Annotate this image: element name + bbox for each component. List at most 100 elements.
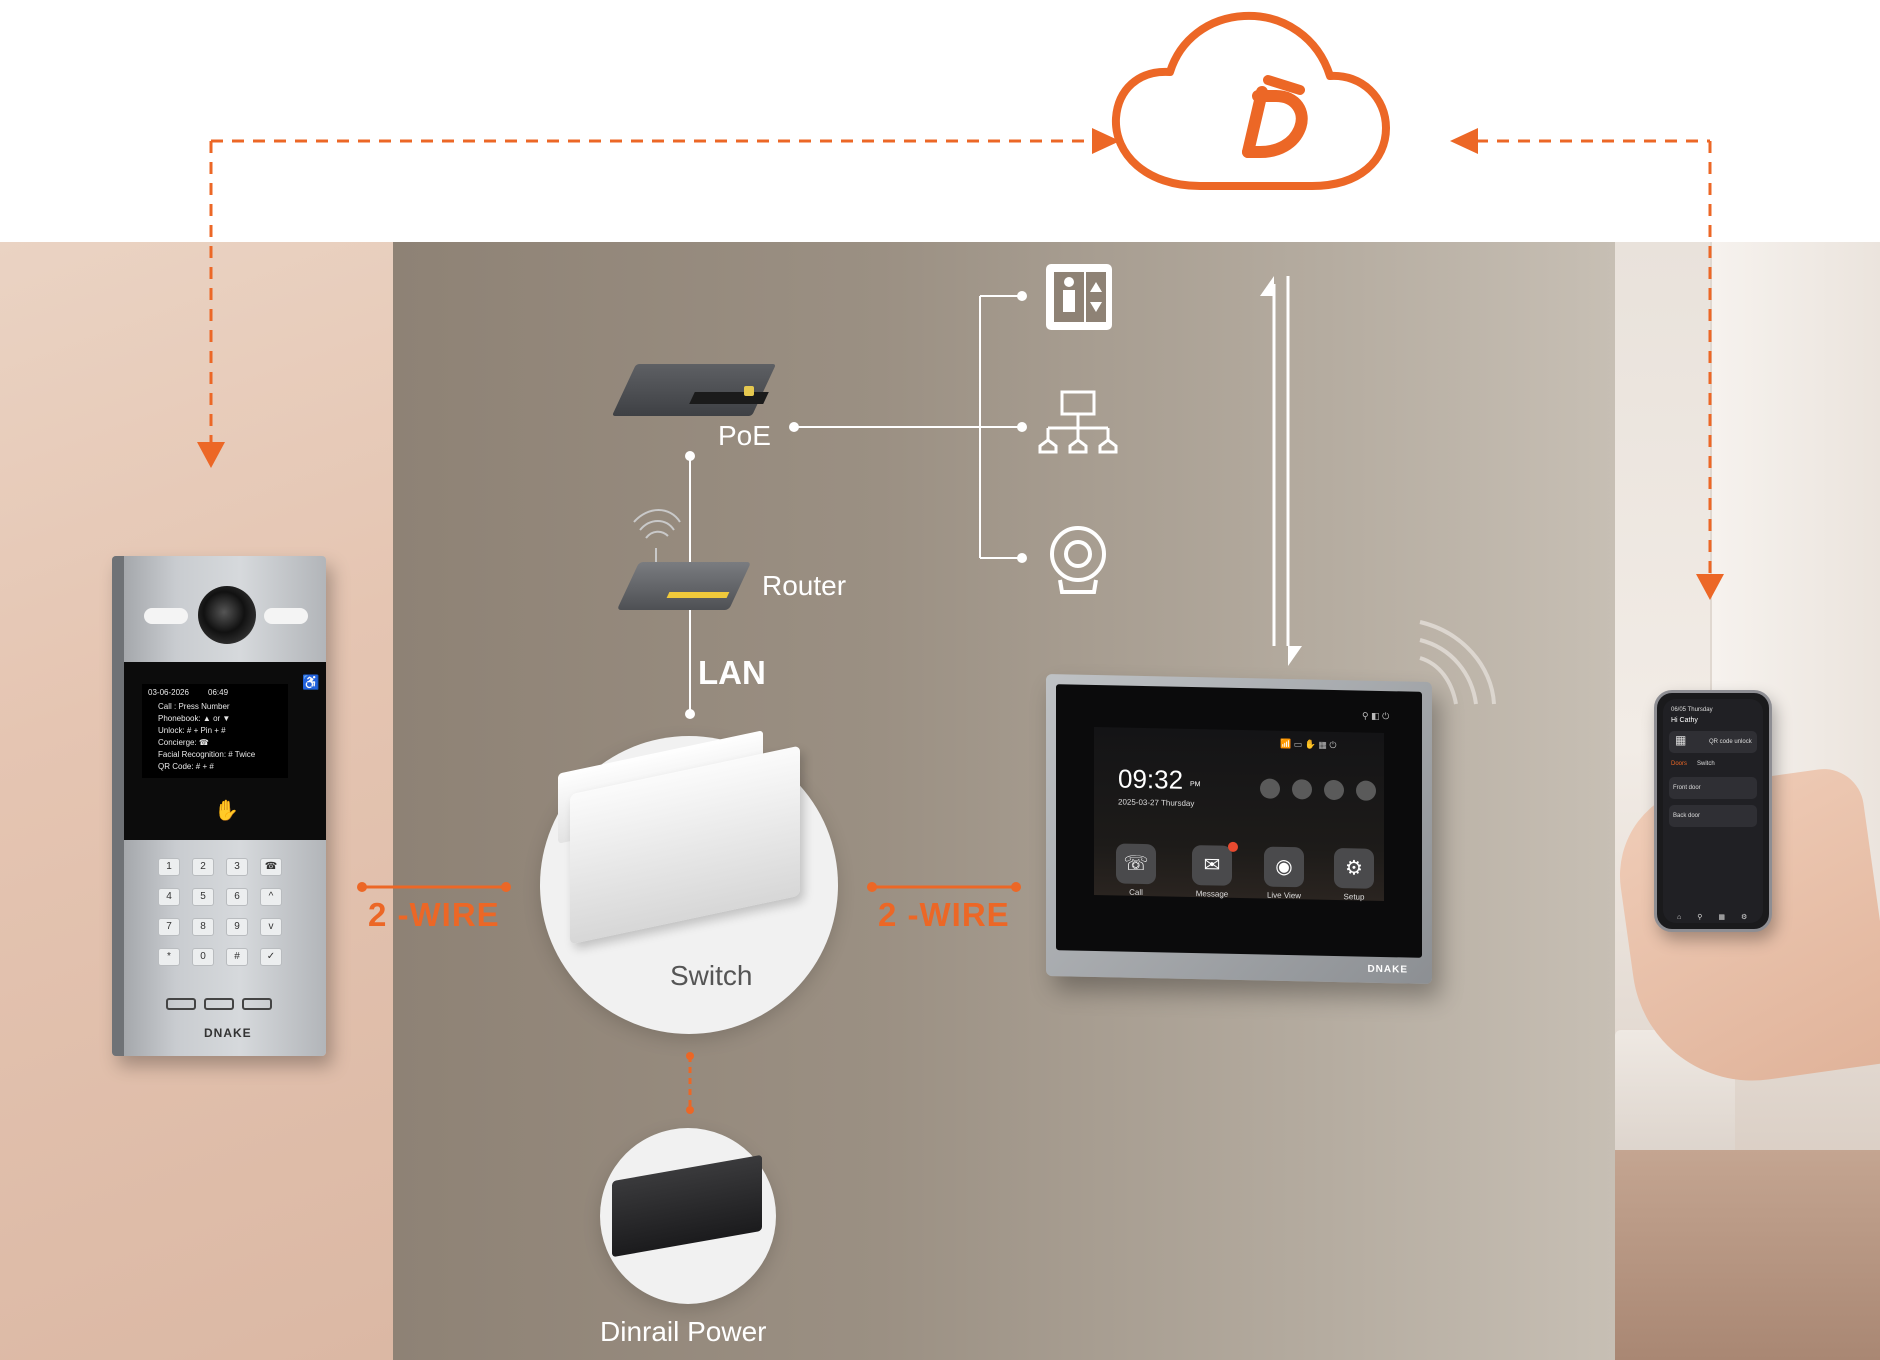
two-wire-left-label: 2 -WIRE (368, 896, 500, 933)
key[interactable]: ^ (260, 888, 282, 906)
webcam-icon (1050, 526, 1106, 594)
poe-led (744, 386, 754, 396)
router-label: Router (762, 570, 847, 601)
message-badge (1228, 841, 1238, 852)
door-speaker-slot (166, 998, 196, 1010)
door-speaker-slot (204, 998, 234, 1010)
key[interactable]: ✓ (260, 948, 282, 966)
arrow-down (1288, 646, 1302, 666)
key[interactable]: 6 (226, 888, 248, 906)
monitor-ampm: PM (1190, 780, 1201, 789)
arrow-to-phone (1696, 574, 1724, 600)
door-menu-item: QR Code: # + # (158, 762, 214, 771)
qr-code-icon: ▦ (1675, 733, 1687, 747)
key[interactable]: ☎ (260, 858, 282, 876)
door-led-right (264, 608, 308, 624)
door-led-left (144, 608, 188, 624)
indoor-monitor: ⚲ ◧ ⏻ 09:32 PM 2025-03-27 Thursday 📶 ▭ ✋… (1046, 673, 1432, 985)
key[interactable]: * (158, 948, 180, 966)
message-app-icon[interactable]: ✉ (1192, 845, 1232, 886)
key[interactable]: # (226, 948, 248, 966)
poe-ports (689, 392, 769, 404)
network-icon (1038, 390, 1118, 454)
door-card-label: Front door (1673, 785, 1701, 791)
key[interactable]: 9 (226, 918, 248, 936)
power-label: Dinrail Power (600, 1316, 767, 1347)
cloud-link-right (1476, 139, 1712, 574)
phone-greeting: Hi Cathy (1671, 717, 1698, 724)
router-device (616, 562, 752, 610)
user-icon[interactable] (1260, 778, 1280, 799)
live-view-app-label: Live View (1266, 890, 1302, 901)
key[interactable]: 7 (158, 918, 180, 936)
tab-switch[interactable]: Switch (1697, 761, 1715, 767)
door-speaker-slot (242, 998, 272, 1010)
room-floor (1615, 1150, 1880, 1360)
setup-app-label: Setup (1343, 892, 1365, 902)
monitor-time: 09:32 (1118, 763, 1184, 795)
qr-unlock-card[interactable]: ▦ QR code unlock (1669, 731, 1757, 753)
accessibility-icon: ♿ (302, 674, 320, 690)
top-white-band (0, 0, 1880, 242)
setup-app-icon[interactable]: ⚙ (1334, 847, 1374, 889)
sos-icon[interactable] (1292, 779, 1312, 800)
key[interactable]: 2 (192, 858, 214, 876)
door-menu-item: Facial Recognition: # Twice (158, 750, 256, 759)
door-card[interactable]: Front door (1669, 777, 1757, 799)
door-menu-item: Phonebook: ▲ or ▼ (158, 714, 231, 723)
monitor-status-icons: ⚲ ◧ ⏻ (1362, 710, 1390, 722)
nfc-reader-icon: ✋ (214, 800, 239, 822)
call-app-icon[interactable]: ☏ (1116, 843, 1156, 885)
elevator-icon (1046, 264, 1112, 330)
door-card-label: Back door (1673, 813, 1701, 819)
network-dots (685, 291, 1027, 719)
call-app-label: Call (1129, 887, 1143, 897)
monitor-top-icons: 📶 ▭ ✋ ▦ ⏻ (1280, 738, 1337, 751)
wifi-signal-icon (1419, 620, 1496, 705)
door-time: 06:49 (208, 688, 229, 697)
smartphone: 06/05 Thursday Hi Cathy ▦ QR code unlock… (1654, 690, 1772, 932)
arrow-up (1260, 276, 1274, 296)
phone-screen: 06/05 Thursday Hi Cathy ▦ QR code unlock… (1663, 699, 1763, 923)
door-station: 03-06-2026 06:49 Call : Press Number Pho… (112, 556, 326, 1056)
message-app-label: Message (1195, 889, 1229, 899)
key[interactable]: 5 (192, 888, 214, 906)
key[interactable]: 1 (158, 858, 180, 876)
cloud-logo-icon (1111, 11, 1390, 190)
router-leds (666, 592, 730, 598)
door-menu-item: Concierge: ☎ (158, 738, 209, 747)
door-menu-item: Call : Press Number (158, 702, 230, 711)
door-icon[interactable] (1356, 780, 1376, 801)
cloud-link-left (209, 139, 1092, 448)
poe-label: PoE (718, 420, 771, 451)
key[interactable]: 3 (226, 858, 248, 876)
door-brand-logo: DNAKE (204, 1026, 252, 1040)
key[interactable]: 4 (158, 888, 180, 906)
two-wire-dots (357, 882, 1021, 1114)
door-card[interactable]: Back door (1669, 805, 1757, 827)
two-wire-lines (362, 885, 1016, 1110)
key[interactable]: 8 (192, 918, 214, 936)
door-date: 03-06-2026 (148, 688, 189, 697)
door-lcd: 03-06-2026 06:49 Call : Press Number Pho… (142, 684, 288, 778)
qr-unlock-label: QR code unlock (1709, 739, 1752, 745)
switch-label: Switch (670, 960, 753, 991)
door-station-edge (112, 556, 124, 1056)
tab-doors[interactable]: Doors (1671, 761, 1688, 767)
arrow-to-door-station (197, 442, 225, 468)
door-menu-item: Unlock: # + Pin + # (158, 726, 226, 735)
lan-label: LAN (698, 654, 766, 691)
monitor-brand-logo: DNAKE (1367, 963, 1408, 976)
phone-status: 06/05 Thursday (1671, 707, 1713, 713)
bell-icon[interactable] (1324, 779, 1344, 801)
key[interactable]: 0 (192, 948, 214, 966)
monitor-date: 2025-03-27 Thursday (1118, 797, 1195, 809)
monitor-screen: 09:32 PM 2025-03-27 Thursday 📶 ▭ ✋ ▦ ⏻ ☏… (1094, 726, 1384, 902)
live-view-app-icon[interactable]: ◉ (1264, 846, 1304, 888)
phone-bottom-nav[interactable]: ⌂⚲▦⚙ (1677, 914, 1764, 921)
arrow-to-cloud-right (1450, 128, 1478, 154)
arrow-to-cloud-left (1092, 128, 1120, 154)
door-camera (198, 586, 256, 644)
key[interactable]: v (260, 918, 282, 936)
